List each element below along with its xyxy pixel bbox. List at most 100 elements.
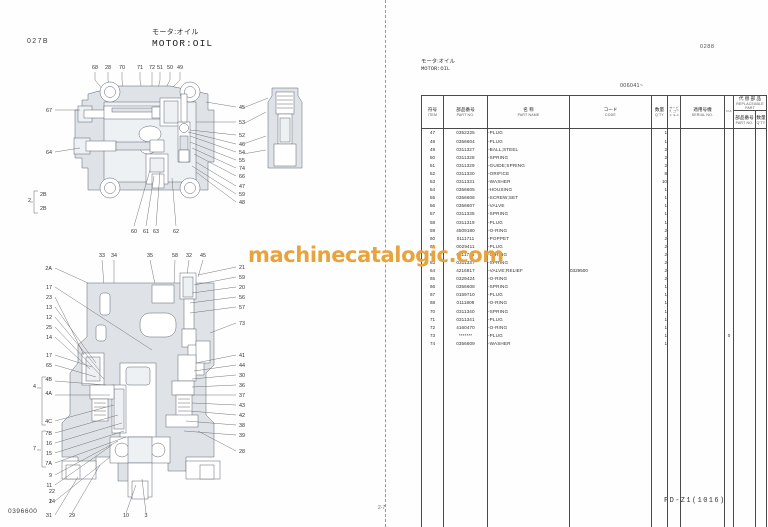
table-cell-item: 70: [421, 307, 444, 316]
table-cell-serial: [680, 339, 725, 349]
table-cell-serial: [680, 128, 725, 138]
table-cell-service-code: [667, 323, 681, 332]
table-cell-item: 60: [421, 234, 444, 243]
svg-text:28: 28: [239, 449, 245, 455]
table-cell-item: 47: [421, 128, 444, 138]
table-cell-part-no: 0356607: [443, 202, 488, 211]
table-cell-part-name: -BALL;STEEL: [487, 145, 570, 154]
table-cell-qty: 1: [651, 307, 668, 316]
table-cell-service-code: [667, 194, 681, 203]
svg-text:51: 51: [157, 65, 163, 71]
table-cell-ica: [724, 258, 734, 268]
table-cell-rep-part: [733, 331, 756, 340]
svg-text:31: 31: [46, 513, 52, 519]
svg-text:35: 35: [147, 253, 153, 259]
table-cell-rep-qty: [754, 218, 768, 227]
svg-text:20: 20: [239, 285, 245, 291]
table-cell-qty: 10: [651, 178, 668, 187]
table-cell-serial: [680, 169, 725, 179]
table-cell-service-code: [667, 234, 681, 243]
table-cell-part-name: -O-RING: [487, 275, 570, 284]
table-cell-part-no: 0311328: [443, 153, 488, 162]
svg-text:71: 71: [137, 65, 143, 71]
table-cell-ica: [724, 194, 734, 203]
table-cell-qty: 1: [651, 210, 668, 219]
svg-text:23: 23: [46, 295, 52, 301]
table-cell-serial: [680, 315, 725, 324]
svg-text:22: 22: [49, 489, 55, 495]
col-part-name: 名 称 PART NAME: [487, 94, 570, 130]
table-cell-qty: 1: [651, 299, 668, 308]
table-cell-service-code: [667, 315, 681, 324]
table-cell-ica: [724, 226, 734, 235]
table-row-empty: [421, 469, 768, 478]
table-cell-qty: 2: [651, 234, 668, 243]
table-cell-qty: 1: [651, 202, 668, 211]
table-cell-qty: 2: [651, 267, 668, 276]
table-cell-ica: [724, 250, 734, 259]
table-cell-item: 56: [421, 202, 444, 211]
table-cell-serial: [680, 331, 725, 340]
table-cell-part-name: -O-RING: [487, 299, 570, 308]
svg-text:4: 4: [33, 384, 36, 390]
svg-text:55: 55: [239, 158, 245, 164]
svg-text:42: 42: [239, 413, 245, 419]
table-cell-qty: 1: [651, 315, 668, 324]
table-cell-code: [569, 242, 652, 251]
table-title-japanese: モータ:オイル: [421, 59, 455, 65]
table-cell-part-name: -WASHER: [487, 178, 570, 187]
table-cell-rep-qty: [754, 267, 768, 276]
table-cell-part-no: 0311330: [443, 169, 488, 179]
table-cell-code: [569, 161, 652, 170]
table-cell-part-no: 0159710: [443, 291, 488, 300]
svg-text:46: 46: [239, 142, 245, 148]
drawing-number: 0396600: [8, 508, 38, 515]
table-cell-rep-qty: [754, 234, 768, 243]
table-cell-code: [569, 299, 652, 308]
fold-mark: 2-7: [378, 505, 386, 511]
table-cell-part-name: -SPRING: [487, 153, 570, 162]
svg-text:43: 43: [239, 403, 245, 409]
table-cell-item: 74: [421, 339, 444, 349]
table-cell-qty: 2: [651, 145, 668, 154]
table-cell-qty: 2: [651, 242, 668, 251]
table-cell-qty: 1: [651, 194, 668, 203]
table-cell-qty: 1: [651, 323, 668, 332]
table-row-empty: [421, 485, 768, 494]
table-cell-rep-part: [733, 250, 756, 259]
table-cell-item: 51: [421, 161, 444, 170]
table-cell-part-name: -HOUSING: [487, 186, 570, 195]
table-cell-service-code: [667, 258, 681, 268]
table-cell-code: [569, 315, 652, 324]
table-cell-part-no: 0111715: [443, 250, 488, 259]
table-cell-item: 65: [421, 275, 444, 284]
table-cell-serial: [680, 194, 725, 203]
table-cell-service-code: [667, 178, 681, 187]
table-cell-item: 62: [421, 250, 444, 259]
svg-text:39: 39: [239, 433, 245, 439]
relief-valve-detail: [267, 87, 303, 169]
table-cell-ica: [724, 137, 734, 146]
table-cell-part-no: 0311341: [443, 315, 488, 324]
svg-text:72: 72: [149, 65, 155, 71]
table-cell-service-code: [667, 291, 681, 300]
svg-text:60: 60: [131, 229, 137, 235]
svg-text:11: 11: [46, 483, 52, 489]
table-cell-ica: 0: [724, 331, 734, 340]
table-cell-ica: [724, 339, 734, 349]
svg-text:65: 65: [46, 363, 52, 369]
table-cell-rep-qty: [754, 186, 768, 195]
table-cell-ica: [724, 218, 734, 227]
table-cell-qty: 1: [651, 339, 668, 349]
table-cell-item: 61: [421, 242, 444, 251]
col-replaceable-part-group: 代 替 部 品 REPLACEABLE PART: [732, 94, 768, 112]
table-cell-ica: [724, 128, 734, 138]
table-cell-code: [569, 291, 652, 300]
table-cell-part-name: -WASHER: [487, 339, 570, 349]
table-cell-rep-qty: [754, 331, 768, 340]
table-cell-rep-qty: [754, 210, 768, 219]
